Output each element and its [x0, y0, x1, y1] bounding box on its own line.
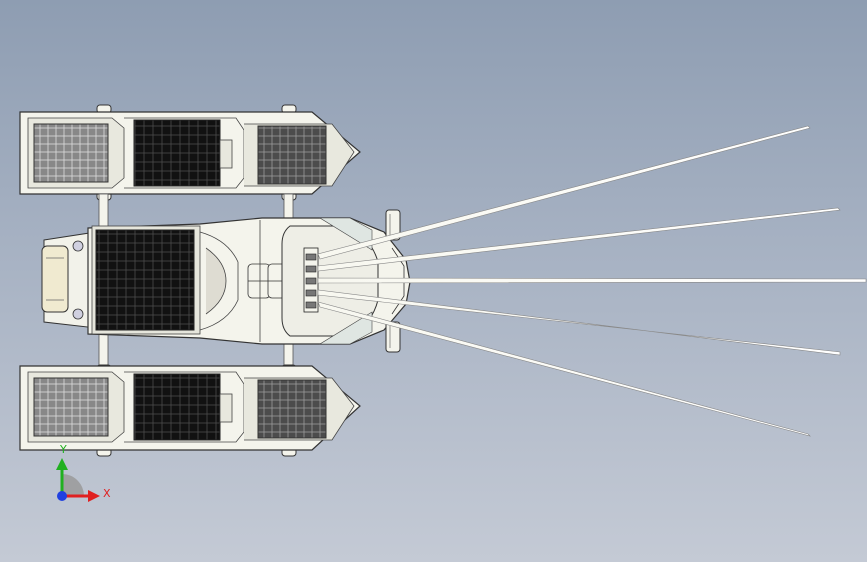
- top-pontoon-front-panel: [257, 125, 327, 185]
- coordinate-triad[interactable]: Y X: [56, 443, 111, 502]
- sensor-beam-5: [317, 301, 811, 437]
- central-hull: [41, 209, 411, 353]
- y-axis-label: Y: [59, 443, 67, 456]
- x-axis-label: X: [103, 487, 111, 500]
- bottom-pontoon-front-panel: [257, 379, 327, 439]
- top-pontoon-rear-panel: [33, 123, 109, 183]
- sensor-beam-1: [317, 125, 811, 260]
- rear-thruster-top: [72, 240, 84, 252]
- sensor-beam-4: [317, 289, 841, 356]
- sensor-beam-2: [317, 207, 841, 272]
- top-pontoon: [19, 104, 361, 201]
- sensor-beams: [317, 125, 867, 437]
- z-axis-dot: [57, 491, 67, 501]
- y-axis-arrowhead: [56, 458, 68, 470]
- triad-plane-indicator: [62, 474, 84, 496]
- bottom-pontoon-rear-panel: [33, 377, 109, 437]
- bottom-pontoon-solar-panel: [133, 373, 221, 441]
- bow-bumper-top: [385, 209, 401, 241]
- rear-battery-box: [41, 245, 69, 313]
- bottom-pontoon: [19, 364, 361, 457]
- top-pontoon-solar-panel: [133, 119, 221, 187]
- main-solar-panel: [95, 229, 195, 331]
- x-axis-arrowhead: [88, 490, 100, 502]
- rear-thruster-bottom: [72, 308, 84, 320]
- sensor-beam-3: [317, 277, 867, 284]
- sensor-array: [303, 247, 319, 313]
